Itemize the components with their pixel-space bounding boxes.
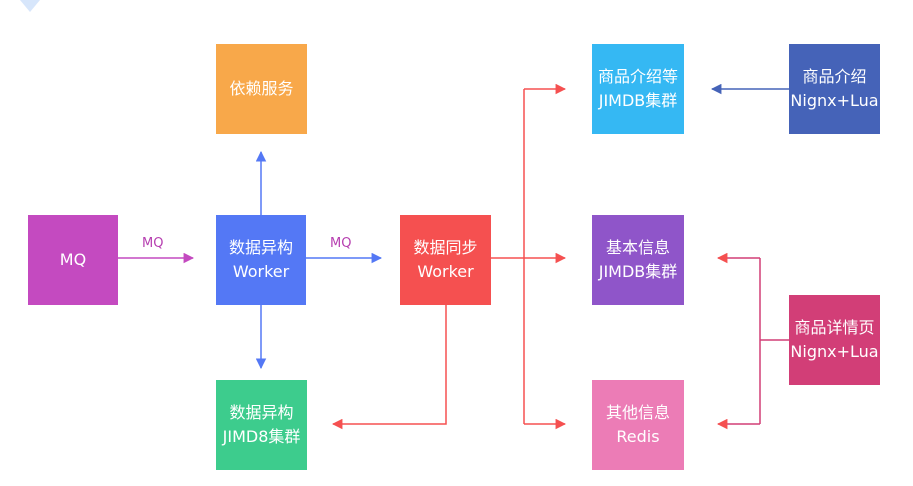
node-intro-jimdb: 商品介绍等 JIMDB集群 bbox=[592, 44, 684, 134]
node-intro-jimdb-line2: JIMDB集群 bbox=[598, 91, 678, 110]
corner-decoration bbox=[20, 0, 40, 12]
node-hetero-worker-line1: 数据异构 bbox=[228, 238, 293, 257]
node-detail-nginx-line2: Nignx+Lua bbox=[790, 342, 879, 361]
node-sync-worker: 数据同步 Worker bbox=[400, 215, 491, 305]
node-hetero-worker: 数据异构 Worker bbox=[216, 215, 306, 305]
node-other-redis-line2: Redis bbox=[616, 427, 660, 446]
edge-label-mq-2: MQ bbox=[330, 236, 352, 251]
node-hetero-jimdb-line1: 数据异构 bbox=[229, 403, 294, 422]
node-hetero-jimdb-line2: JIMD8集群 bbox=[222, 427, 301, 446]
node-sync-worker-line2: Worker bbox=[417, 262, 474, 281]
node-intro-nginx: 商品介绍 Nignx+Lua bbox=[789, 44, 880, 134]
node-other-redis: 其他信息 Redis bbox=[592, 380, 684, 470]
node-other-redis-line1: 其他信息 bbox=[605, 403, 670, 422]
node-detail-nginx: 商品详情页 Nignx+Lua bbox=[789, 295, 880, 385]
node-sync-worker-line1: 数据同步 bbox=[413, 238, 478, 257]
node-depend-service: 依赖服务 bbox=[216, 44, 307, 134]
arrow-sync-worker-to-hetero-jimdb bbox=[331, 305, 447, 430]
node-basic-jimdb-line2: JIMDB集群 bbox=[598, 262, 678, 281]
node-mq: MQ bbox=[28, 215, 118, 305]
node-intro-nginx-line1: 商品介绍 bbox=[802, 67, 867, 86]
node-depend-service-label: 依赖服务 bbox=[229, 79, 294, 98]
node-hetero-worker-line2: Worker bbox=[232, 262, 290, 281]
node-basic-jimdb-line1: 基本信息 bbox=[605, 238, 670, 257]
node-intro-jimdb-line1: 商品介绍等 bbox=[597, 67, 678, 86]
edge-label-mq-1: MQ bbox=[142, 236, 164, 251]
node-hetero-jimdb: 数据异构 JIMD8集群 bbox=[216, 380, 307, 470]
node-detail-nginx-line1: 商品详情页 bbox=[794, 318, 875, 337]
node-basic-jimdb: 基本信息 JIMDB集群 bbox=[592, 215, 684, 305]
node-intro-nginx-line2: Nignx+Lua bbox=[790, 91, 879, 110]
node-mq-label: MQ bbox=[59, 250, 87, 269]
